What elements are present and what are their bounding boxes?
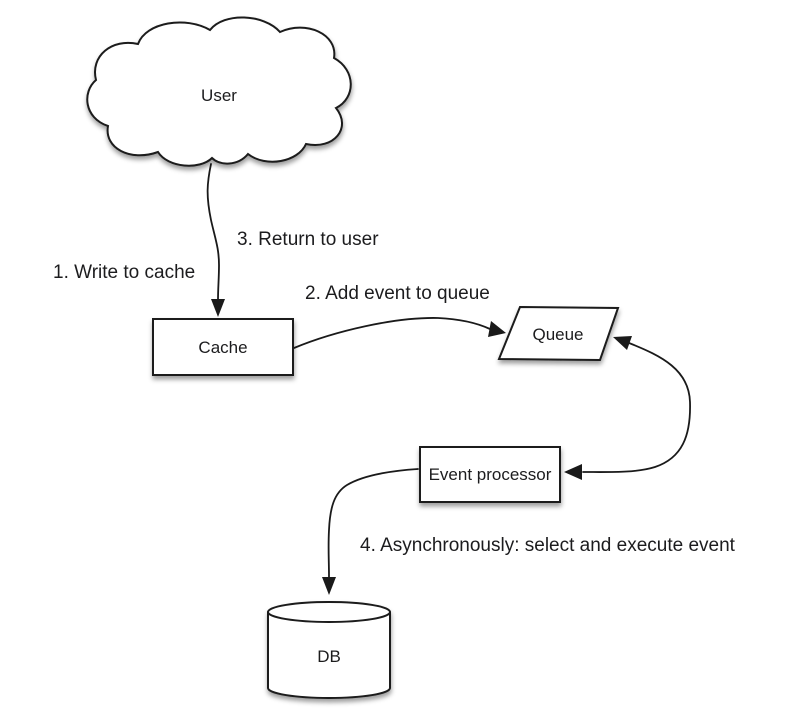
edge-cache-queue — [293, 317, 506, 349]
node-queue: Queue — [497, 305, 620, 362]
node-cache: Cache — [152, 318, 294, 376]
db-cylinder-body-shape — [267, 612, 391, 699]
edge-user-cache-line — [206, 163, 220, 301]
node-db: DB — [267, 601, 391, 699]
annotation-step4: 4. Asynchronously: select and execute ev… — [360, 535, 736, 556]
event-processor-box-shape — [419, 446, 561, 503]
node-user: User — [86, 16, 352, 167]
annotation-step1: 1. Write to cache — [53, 262, 195, 283]
edge-user-cache — [206, 163, 225, 317]
edge-cache-queue-line — [293, 317, 491, 349]
user-label: User — [201, 86, 237, 105]
cache-box-shape — [152, 318, 294, 376]
queue-label: Queue — [532, 325, 583, 344]
arrowhead-into-event-processor — [564, 464, 582, 480]
db-label: DB — [317, 647, 341, 666]
cache-label: Cache — [198, 338, 247, 357]
node-event-processor: Event processor — [419, 446, 561, 503]
user-cloud-shape — [86, 16, 352, 167]
event-processor-label: Event processor — [429, 465, 552, 484]
arrowhead-into-queue-right — [613, 336, 632, 350]
arrowhead-into-queue-left — [488, 321, 506, 337]
db-cylinder-top-shape — [267, 601, 391, 623]
edge-event-processor-db — [322, 468, 419, 595]
queue-parallelogram-shape — [497, 305, 620, 362]
annotation-step2: 2. Add event to queue — [305, 283, 490, 304]
annotation-step3: 3. Return to user — [237, 229, 379, 250]
edge-queue-event-processor-line — [582, 342, 691, 473]
arrowhead-into-cache — [211, 299, 225, 317]
edge-queue-event-processor — [564, 336, 691, 480]
arrowhead-into-db — [322, 577, 336, 595]
edge-event-processor-db-line — [327, 468, 419, 578]
